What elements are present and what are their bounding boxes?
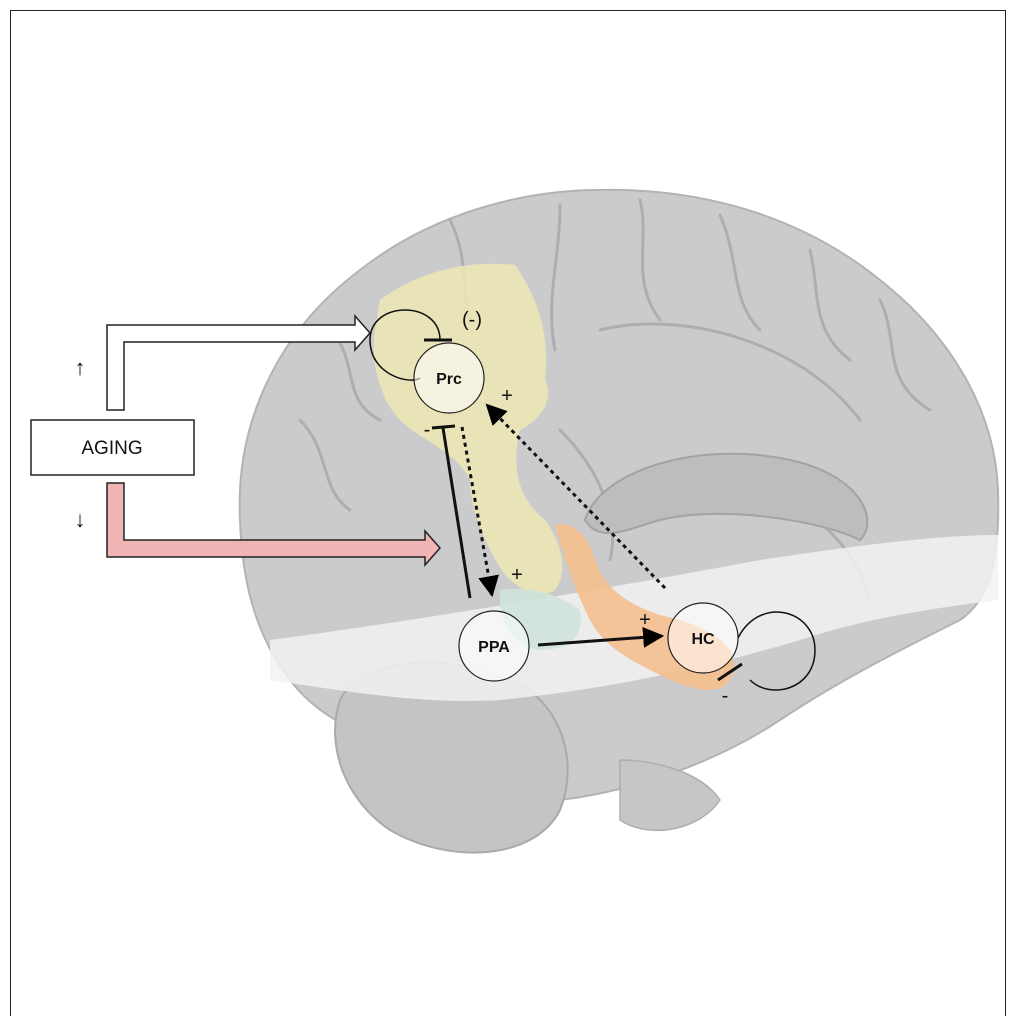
- brain-illustration: [240, 190, 999, 853]
- node-hc: HC: [668, 603, 738, 673]
- node-ppa: PPA: [459, 611, 529, 681]
- node-hc-label: HC: [691, 631, 715, 648]
- prc-self-sign: (-): [462, 309, 482, 331]
- hc-self-sign: -: [722, 685, 729, 707]
- aging-decrease-symbol: ↓: [75, 507, 86, 532]
- hc-from-ppa-sign: +: [639, 609, 651, 631]
- ppa-from-prc-sign: +: [511, 564, 523, 586]
- aging-label: AGING: [81, 438, 142, 459]
- node-ppa-label: PPA: [478, 639, 510, 656]
- aging-increase-symbol: ↑: [75, 355, 86, 380]
- prc-from-hc-sign: +: [501, 385, 513, 407]
- node-prc: Prc: [414, 343, 484, 413]
- node-prc-label: Prc: [436, 371, 462, 388]
- brainstem: [620, 760, 720, 830]
- prc-from-ppa-sign: -: [424, 419, 431, 441]
